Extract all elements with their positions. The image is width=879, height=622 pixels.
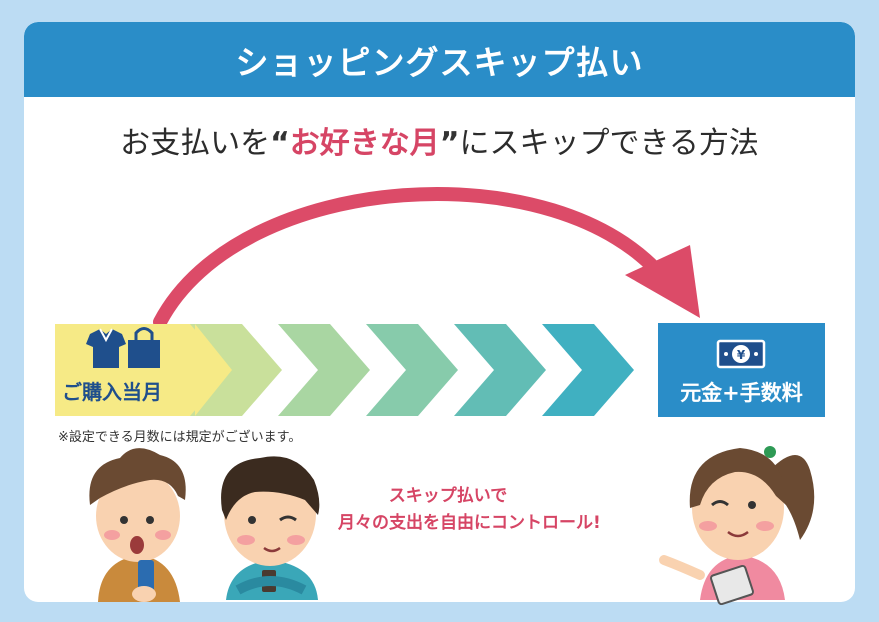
boy-arms-crossed-illustration (221, 456, 320, 600)
caption: スキップ払いで 月々の支出を自由にコントロール! (338, 483, 601, 537)
chevron-e (542, 324, 634, 416)
caption-line-1: スキップ払いで (388, 486, 508, 506)
girl-winking-illustration (659, 446, 815, 606)
footnote: ※設定できる月数には規定がございます。 (58, 430, 302, 445)
banner-title: ショッピングスキップ払い (235, 42, 644, 82)
svg-text:¥: ¥ (737, 348, 746, 362)
chevron-b (278, 324, 370, 416)
chevron-d (454, 324, 546, 416)
title-banner: ショッピングスキップ払い (24, 22, 855, 97)
headline-after: にスキップできる方法 (459, 126, 759, 161)
shirt-icon (86, 328, 126, 368)
headline-before: お支払いを (120, 126, 271, 161)
purchase-month-box (55, 324, 195, 416)
headline-highlight: お好きな月 (289, 126, 440, 161)
chevron-c (366, 324, 458, 416)
caption-line-2: 月々の支出を自由にコントロール! (338, 513, 601, 533)
headline-close-quote: ” (439, 126, 460, 161)
yen-banknote-icon: ¥ (716, 339, 766, 369)
chevron-tail (195, 324, 232, 416)
principal-fee-label: 元金+手数料 (680, 381, 803, 405)
purchase-month-label: ご購入当月 (62, 380, 162, 404)
principal-fee-box (658, 323, 825, 417)
boy-with-phone-illustration (89, 448, 186, 602)
headline: お支払いを“お好きな月”にスキップできる方法 (0, 118, 879, 162)
headline-open-quote: “ (270, 126, 290, 161)
shopping-bag-icon (128, 327, 160, 368)
